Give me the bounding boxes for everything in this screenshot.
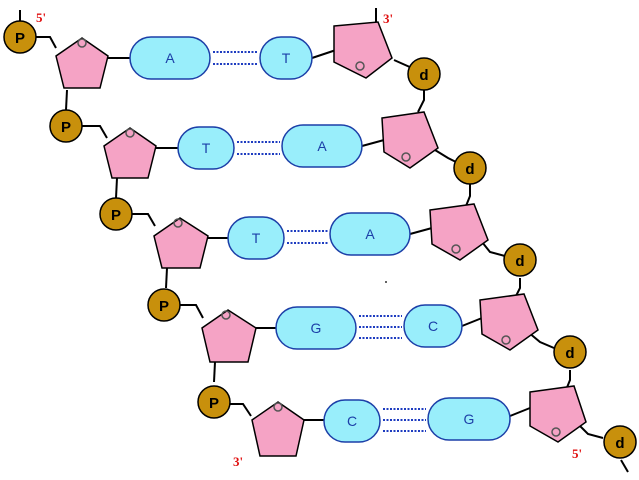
- sugar-oxygen-icon: [451, 244, 461, 254]
- deoxy-group: d: [603, 425, 637, 459]
- right-strand-bottom-end-label: 5': [572, 446, 582, 461]
- hydrogen-bonds: [359, 315, 402, 339]
- svg-text:P: P: [15, 30, 25, 47]
- deoxyribose-sugar: [251, 401, 305, 457]
- deoxyribose-sugar: [201, 309, 257, 363]
- svg-text:P: P: [111, 207, 121, 224]
- left-strand-bottom-end-label: 3': [233, 454, 243, 469]
- svg-text:A: A: [365, 226, 375, 242]
- svg-text:d: d: [465, 161, 474, 178]
- svg-text:P: P: [159, 298, 169, 315]
- deoxy-group: d: [453, 151, 487, 185]
- sugar-oxygen-icon: [401, 152, 411, 162]
- sugar-oxygen-icon: [125, 128, 135, 138]
- svg-text:A: A: [165, 50, 175, 66]
- hydrogen-bonds: [383, 408, 426, 432]
- nucleotide-pair-row-5: P C G d: [197, 385, 637, 459]
- phosphate-group: P: [197, 385, 231, 419]
- svg-text:T: T: [252, 230, 261, 246]
- deoxy-group: d: [503, 243, 537, 277]
- deoxy-group: d: [553, 335, 587, 369]
- base-right: C: [403, 304, 463, 348]
- svg-text:C: C: [347, 413, 357, 429]
- hydrogen-bonds: [287, 230, 328, 244]
- phosphate-group: P: [99, 197, 133, 231]
- base-left: G: [275, 306, 357, 350]
- svg-text:A: A: [317, 138, 327, 154]
- nucleotide-pair-row-4: P G C d: [147, 288, 587, 369]
- svg-text:d: d: [615, 435, 624, 452]
- right-strand-top-end-label: 3': [383, 11, 393, 26]
- svg-text:G: G: [464, 411, 475, 427]
- svg-text:T: T: [282, 50, 291, 66]
- base-left: A: [129, 36, 211, 80]
- svg-text:P: P: [209, 395, 219, 412]
- sugar-oxygen-icon: [221, 310, 231, 320]
- deoxy-group: d: [407, 57, 441, 91]
- deoxyribose-sugar: [55, 37, 109, 89]
- deoxyribose-sugar: [153, 217, 209, 269]
- base-right: A: [281, 124, 363, 168]
- base-connectors: [106, 49, 531, 421]
- deoxyribose-sugar: [333, 21, 393, 79]
- base-left: T: [227, 216, 285, 260]
- phosphate-group: P: [147, 288, 181, 322]
- svg-text:d: d: [419, 67, 428, 84]
- sugar-oxygen-icon: [551, 427, 561, 437]
- svg-text:T: T: [202, 140, 211, 156]
- svg-text:d: d: [515, 253, 524, 270]
- hydrogen-bonds: [213, 51, 258, 65]
- deoxyribose-sugar: [381, 111, 439, 169]
- base-left: C: [323, 399, 381, 443]
- stray-dot: [385, 281, 387, 283]
- nucleotide-pair-row-2: P T A d: [49, 109, 487, 185]
- nucleotide-pair-row-3: P T A d: [99, 197, 537, 277]
- base-right: G: [427, 397, 511, 441]
- sugar-oxygen-icon: [173, 218, 183, 228]
- sugar-oxygen-icon: [355, 61, 365, 71]
- nucleotide-pair-row-1: P A T d: [3, 20, 441, 91]
- base-right: T: [259, 36, 313, 80]
- deoxyribose-sugar: [529, 385, 587, 443]
- deoxyribose-sugar: [103, 127, 157, 179]
- base-right: A: [329, 212, 411, 256]
- svg-text:d: d: [565, 345, 574, 362]
- phosphate-group: P: [3, 20, 37, 54]
- svg-text:C: C: [428, 318, 438, 334]
- left-strand-top-end-label: 5': [36, 10, 46, 25]
- right-backbone: [375, 8, 629, 473]
- deoxyribose-sugar: [429, 203, 489, 261]
- sugar-oxygen-icon: [273, 402, 283, 412]
- sugar-oxygen-icon: [501, 335, 511, 345]
- svg-text:G: G: [311, 320, 322, 336]
- base-left: T: [177, 126, 235, 170]
- svg-text:P: P: [61, 119, 71, 136]
- deoxyribose-sugar: [479, 293, 539, 351]
- phosphate-group: P: [49, 109, 83, 143]
- hydrogen-bonds: [237, 141, 280, 155]
- sugar-oxygen-icon: [77, 38, 87, 48]
- left-backbone: [19, 10, 252, 417]
